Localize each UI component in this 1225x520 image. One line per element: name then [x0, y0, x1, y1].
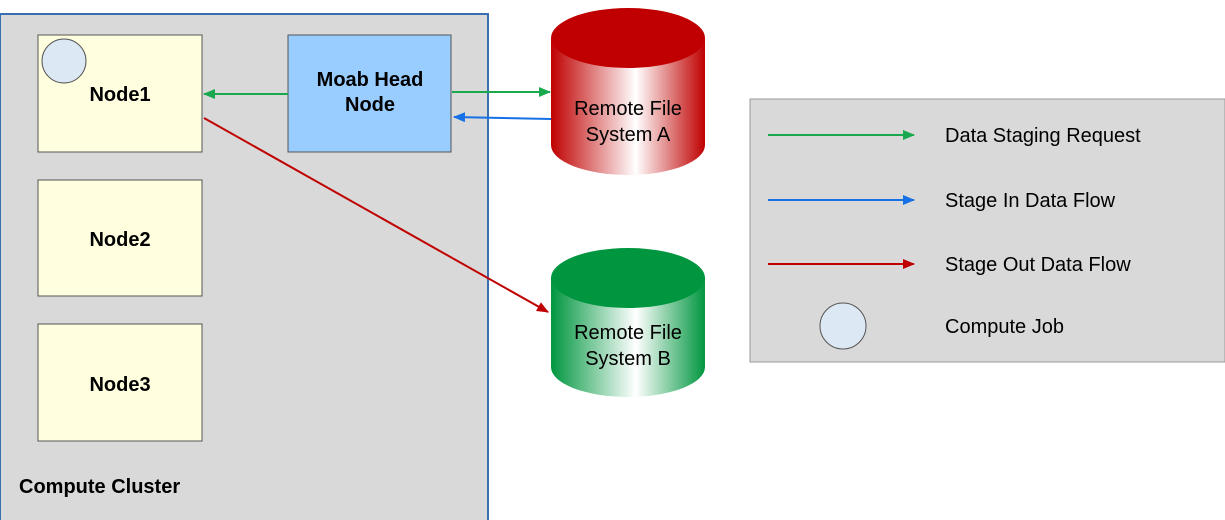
fs-b-label-line1: Remote File	[574, 322, 682, 344]
fs-a-label-line1: Remote File	[574, 98, 682, 120]
legend-staging-request-label: Data Staging Request	[945, 125, 1141, 147]
moab-head-node[interactable]: Moab Head Node	[287, 34, 452, 153]
legend-compute-job-label: Compute Job	[945, 316, 1064, 338]
legend-circle-icon	[819, 302, 867, 350]
stage-out-arrow	[203, 117, 549, 313]
node-2-label: Node2	[89, 229, 150, 251]
stage-in-arrow	[453, 112, 552, 123]
fs-b-label-line2: System B	[585, 348, 671, 370]
legend-stage-out-label: Stage Out Data Flow	[945, 254, 1131, 276]
compute-job-circle-icon	[41, 38, 87, 84]
head-node-label-line2: Node	[345, 94, 395, 116]
remote-file-system-a[interactable]: Remote File System A	[551, 8, 705, 175]
node-3-label: Node3	[89, 374, 150, 396]
head-node-label-line1: Moab Head	[317, 69, 424, 91]
remote-file-system-b[interactable]: Remote File System B	[551, 248, 705, 397]
node-3[interactable]: Node3	[37, 323, 203, 442]
legend-stage-in-label: Stage In Data Flow	[945, 190, 1116, 212]
node-1-label: Node1	[89, 84, 150, 106]
fs-a-label-line2: System A	[586, 124, 671, 146]
cluster-label: Compute Cluster	[19, 476, 180, 498]
node-2[interactable]: Node2	[37, 179, 203, 297]
